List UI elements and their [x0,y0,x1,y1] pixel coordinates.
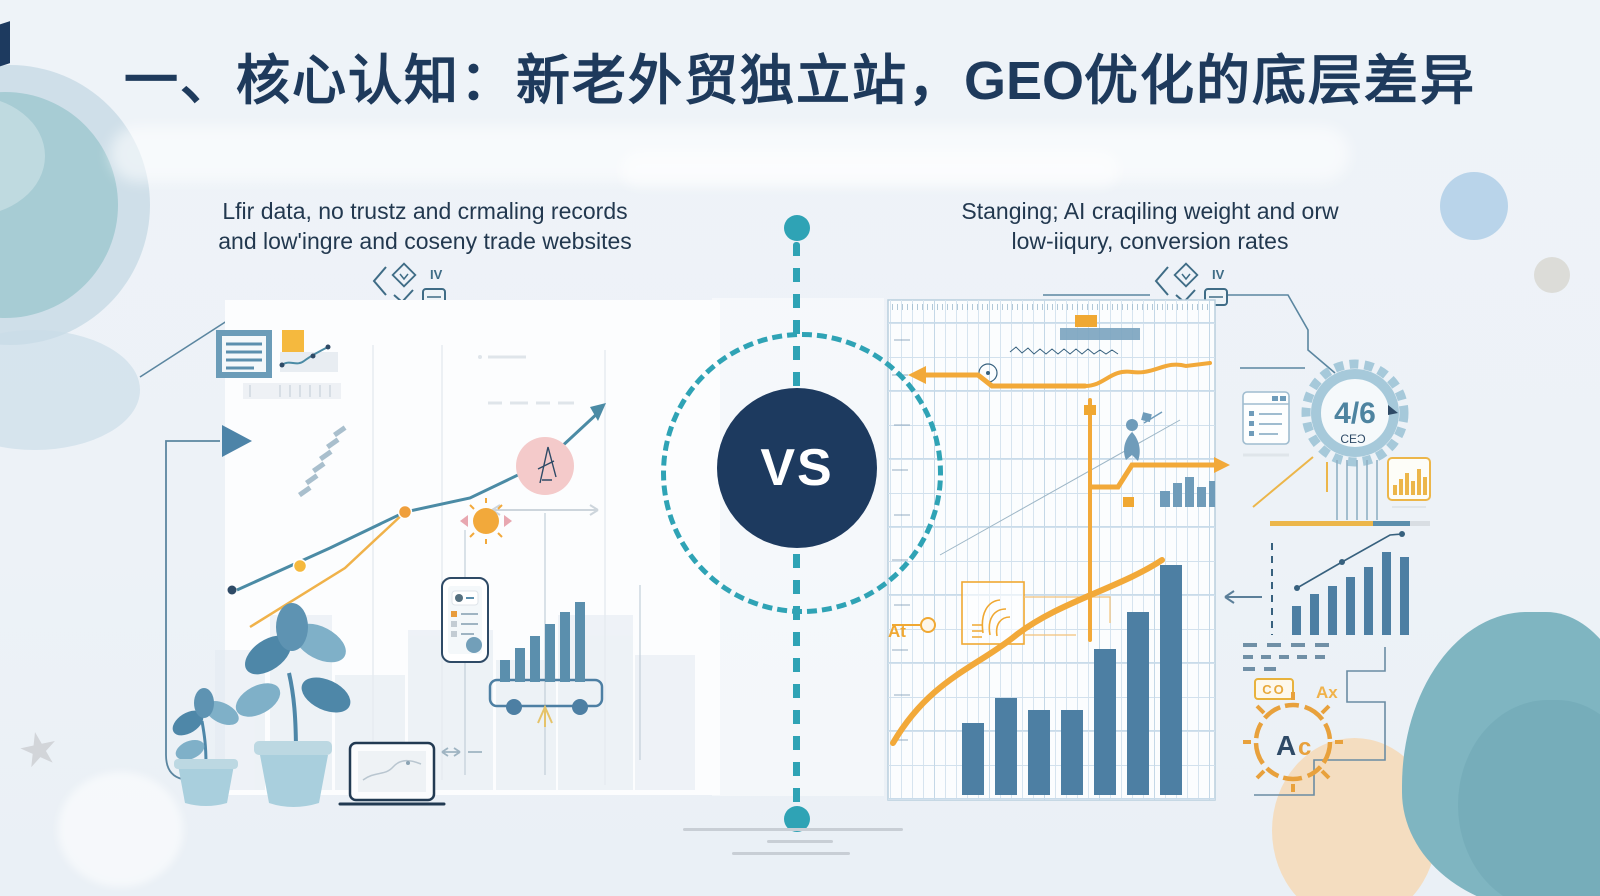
stepped-connector [1254,647,1386,796]
bar [1127,612,1149,795]
label-at: At [888,622,906,641]
title-geo-highlight: GEO [963,51,1085,111]
dash-rows [1243,643,1335,671]
yellow-up-arrow [537,704,553,727]
card-dividers [372,345,606,785]
right-caption-line2: low-iiqury, conversion rates [1011,228,1289,254]
divider-bottom-dot [784,806,810,832]
double-arrow-line [491,504,599,516]
soft-white-band-2 [620,150,1120,188]
gear-badge-value: 4/6 [1334,397,1376,430]
bar [575,602,585,682]
yellow-diagonal [1252,456,1328,508]
resize-arrow [441,747,482,757]
document-icon [216,330,272,378]
left-caption-line2: and low'ingre and coseny trade websites [218,228,632,254]
yellow-square-icon [282,330,304,352]
plant-small [172,688,239,806]
orange-flow-paths [908,361,1230,642]
orange-growth-curve [890,557,1165,746]
bar [560,612,570,682]
footer-line-medium [732,852,850,855]
city-skyline [215,615,695,790]
gear-output-lines [1336,460,1378,520]
vs-dashed-ring [661,332,943,614]
right-caption-line1: Stanging; AI craqiling weight and orw [961,198,1339,224]
laptop [338,741,482,806]
mini-skyline [1160,477,1215,507]
co-box: CO [1254,678,1294,700]
star-decoration: ★ [13,719,65,779]
bar [1292,606,1301,635]
gear-badge: 4/6 CEƆ [1301,359,1409,467]
label-ac-a: A [1276,730,1296,761]
left-growth-bar-chart [500,598,595,682]
pink-badge [516,437,574,495]
bar [500,660,510,682]
left-caption-line1: Lfir data, no trustz and crmaling record… [222,198,628,224]
footer-line-long [683,828,903,831]
bar [545,624,555,682]
progress-bar [1270,521,1430,526]
phone-mockup [441,577,489,663]
bar [1364,567,1373,635]
faint-text-rows [478,355,574,405]
blue-accent-circle [1440,172,1508,240]
white-soft-blob [58,772,183,887]
gray-accent-circle [1534,257,1570,293]
mini-trend-line [1294,531,1405,591]
bar [962,723,984,795]
plant-large [235,603,351,807]
numeral-iv-right: IV [1212,267,1225,282]
teal-blob-inner [1458,700,1600,896]
back-arrow [1224,590,1262,604]
title-post: 优化的底层差异 [1084,51,1477,111]
mini-linechart-icon [279,344,338,372]
globe-base-shape [0,330,140,450]
right-caption: Stanging; AI craqiling weight and orw lo… [880,196,1420,256]
bar [1382,552,1391,635]
ac-gear: A c [1243,692,1343,792]
bar [995,698,1017,795]
left-caption: Lfir data, no trustz and crmaling record… [150,196,700,256]
bar [1028,710,1050,795]
sun-icon [460,498,512,544]
small-orange-node [892,617,936,633]
label-ax: Ax [1316,683,1338,702]
bar [1061,710,1083,795]
browser-list-icon [1242,391,1290,457]
right-main-bar-chart [962,558,1202,795]
gear-badge-caption: CEƆ [1340,432,1366,446]
vs-badge: VS [717,388,877,548]
bar [1094,649,1116,795]
bar [1310,594,1319,635]
bar [1400,557,1409,635]
label-ac-c: c [1298,734,1311,761]
page-title: 一、核心认知：新老外贸独立站，GEO优化的底层差异 [0,36,1600,115]
right-mini-bar-chart [1292,549,1432,635]
sketch-blue-elements [939,315,1215,556]
bar [530,636,540,682]
right-connector-line [1043,294,1336,374]
yellow-chart-icon [1387,457,1431,508]
bar [1328,586,1337,635]
step-dashes [298,425,347,498]
data-strip [243,383,341,399]
vs-label: VS [760,439,834,497]
cursor-arrow-icon [1388,405,1398,415]
divider-top-dot [784,215,810,241]
bar [515,648,525,682]
title-pre: 一、核心认知：新老外贸独立站， [123,51,964,111]
entry-arrow [222,425,252,457]
bar [1160,565,1182,795]
bar [1346,577,1355,635]
label-co: CO [1262,682,1286,697]
footer-line-short [767,840,833,843]
numeral-iv-left: IV [430,267,443,282]
left-illustration: IV [139,262,720,807]
